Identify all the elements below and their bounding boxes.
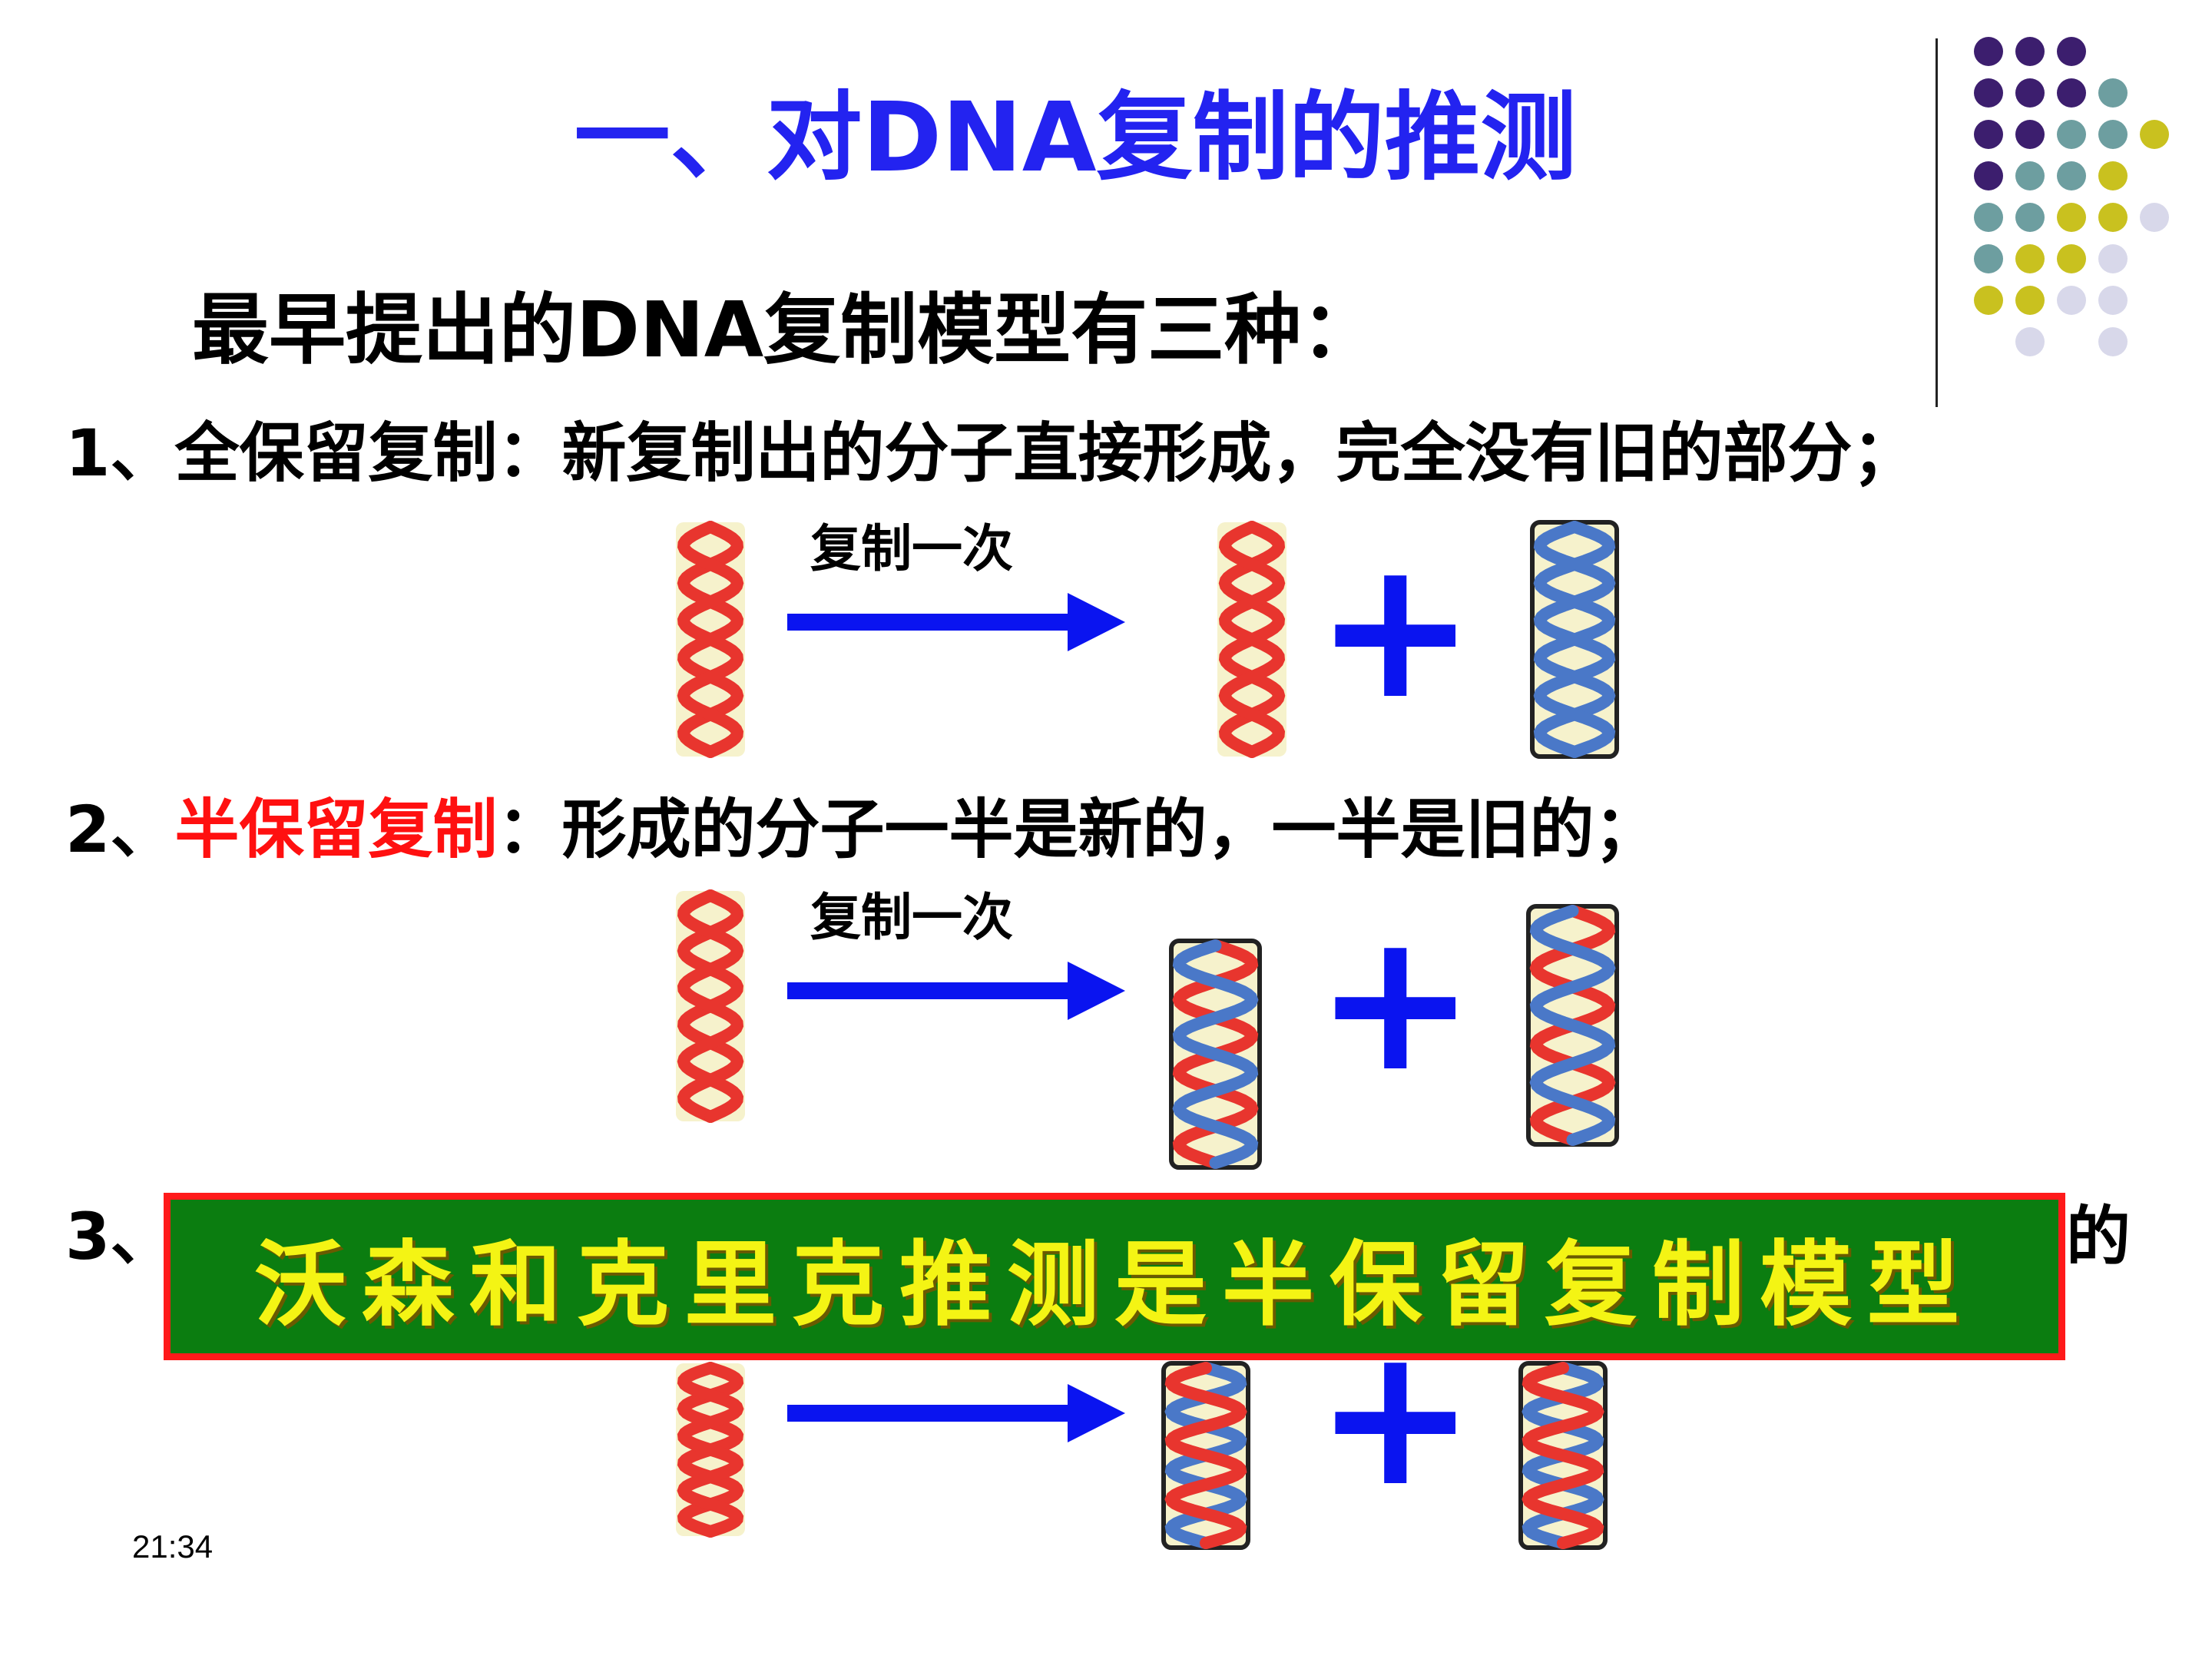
decor-dot — [2015, 244, 2045, 273]
dna-helix — [1169, 939, 1262, 1170]
arrow-head — [1068, 1384, 1125, 1442]
dna-helix — [676, 889, 745, 1123]
arrow-label-2: 复制一次 — [810, 888, 1013, 947]
arrow-head — [1068, 962, 1125, 1020]
decor-dot — [1974, 161, 2003, 190]
helix-strand — [1172, 939, 1259, 1169]
model-2-number: 2、 — [65, 792, 175, 867]
decor-dot — [2057, 78, 2086, 108]
timestamp: 21:34 — [132, 1528, 214, 1565]
model-1-line: 1、全保留复制：新复制出的分子直接形成，完全没有旧的部分； — [65, 411, 1917, 495]
dna-helix — [1526, 904, 1619, 1147]
plus-sign-1: + — [1315, 518, 1476, 741]
dna-helix — [676, 1362, 745, 1538]
helix-strand — [1164, 1362, 1247, 1549]
slide-subtitle: 最早提出的DNA复制模型有三种： — [192, 285, 1379, 375]
helix-strand — [1533, 521, 1616, 758]
arrow-label-1: 复制一次 — [810, 519, 1013, 578]
helix-strand — [677, 1362, 744, 1538]
decor-dot — [2015, 327, 2045, 356]
helix-strand — [1529, 905, 1616, 1146]
model-1-description: 新复制出的分子直接形成，完全没有旧的部分； — [561, 416, 1917, 491]
decor-dot — [1974, 286, 2003, 315]
arrow-head — [1068, 593, 1125, 651]
model-1-separator: ： — [497, 416, 562, 491]
decor-dot — [2015, 286, 2045, 315]
decor-dot — [2098, 286, 2128, 315]
decor-dot — [2057, 203, 2086, 232]
helix-strand — [1218, 521, 1286, 758]
decor-dot — [1974, 203, 2003, 232]
model-2-separator: ： — [497, 792, 562, 867]
decor-dot — [1974, 37, 2003, 66]
decor-dot — [2098, 161, 2128, 190]
helix-strand — [1522, 1362, 1604, 1549]
model-2-line: 2、半保留复制：形成的分子一半是新的，一半是旧的； — [65, 787, 1659, 872]
divider-line — [1936, 38, 1938, 407]
decor-dot — [1974, 120, 2003, 149]
decor-dot — [2015, 120, 2045, 149]
plus-sign-2: + — [1315, 890, 1476, 1114]
decor-dot — [2098, 120, 2128, 149]
decor-dot — [2098, 327, 2128, 356]
model-2-name: 半保留复制 — [174, 792, 498, 867]
decor-dot — [2098, 244, 2128, 273]
decor-dot — [2057, 286, 2086, 315]
decor-dot — [2098, 78, 2128, 108]
helix-strand — [677, 521, 744, 758]
model-3-number: 3、 — [65, 1199, 175, 1274]
helix-strand — [677, 889, 744, 1123]
conclusion-banner: 沃森和克里克推测是半保留复制模型 — [164, 1193, 2065, 1360]
decor-dot — [2057, 244, 2086, 273]
decor-dot — [2015, 78, 2045, 108]
model-1-name: 全保留复制 — [174, 416, 498, 491]
decor-dot — [2015, 161, 2045, 190]
model-1-number: 1、 — [65, 416, 175, 491]
dna-helix — [1217, 521, 1286, 758]
decor-dot — [2015, 37, 2045, 66]
model-2-description: 形成的分子一半是新的，一半是旧的； — [561, 792, 1659, 867]
dna-helix — [1518, 1361, 1608, 1550]
decor-dot — [2140, 120, 2169, 149]
dna-helix — [1161, 1361, 1250, 1550]
decor-dot — [1974, 244, 2003, 273]
decor-dot — [2057, 161, 2086, 190]
dna-helix — [1530, 520, 1619, 759]
decor-dot — [2057, 37, 2086, 66]
slide-title: 一、对DNA复制的推测 — [574, 82, 1577, 194]
model-3-tail: 的 — [2066, 1199, 2131, 1274]
decor-dot — [2057, 120, 2086, 149]
decor-dot — [2098, 203, 2128, 232]
banner-text: 沃森和克里克推测是半保留复制模型 — [254, 1230, 1975, 1339]
decor-dot — [2140, 203, 2169, 232]
decor-dot — [2015, 203, 2045, 232]
dna-helix — [676, 521, 745, 758]
decor-dot — [1974, 78, 2003, 108]
